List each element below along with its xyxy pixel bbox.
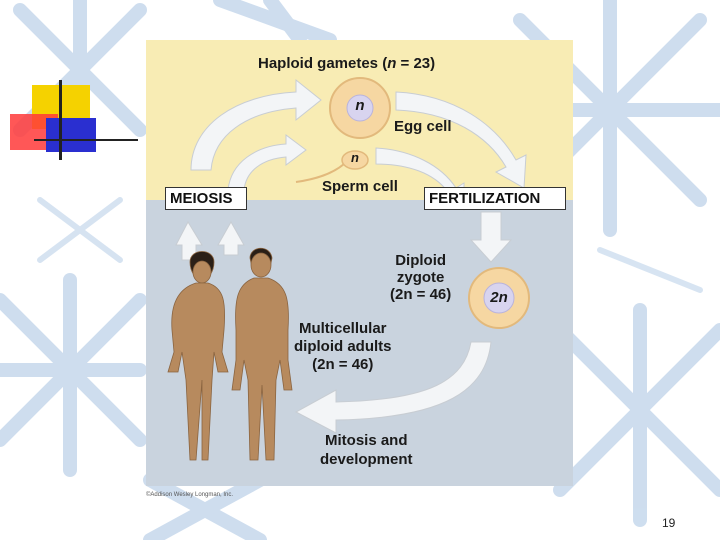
gametes-heading: Haploid gametes (n = 23) <box>258 55 435 72</box>
sperm-nucleus-label: n <box>351 150 359 165</box>
mitosis-arrow <box>294 341 492 434</box>
zygote-label-line3: (2n = 46) <box>390 286 452 303</box>
zygote-label-line1: Diploid <box>395 252 447 269</box>
corner-decoration <box>10 80 140 160</box>
life-cycle-figure: Haploid gametes (n = 23) n Egg cell n Sp… <box>146 40 573 486</box>
mitosis-label: Mitosis and development <box>320 431 413 469</box>
zygote-nucleus-label: 2n <box>490 289 508 306</box>
egg-nucleus <box>346 94 374 122</box>
gametes-heading-prefix: Haploid gametes ( <box>258 55 388 72</box>
cycle-arrows <box>175 78 527 434</box>
meiosis-to-sperm-arrow <box>227 134 307 191</box>
mitosis-label-line1: Mitosis and <box>325 432 408 449</box>
egg-cell-label: Egg cell <box>394 118 452 135</box>
blue-square <box>46 118 96 152</box>
meiosis-label: MEIOSIS <box>165 187 247 210</box>
meiosis-to-egg-arrow <box>190 78 322 171</box>
adults-label: Multicellular diploid adults (2n = 46) <box>294 320 392 374</box>
gametes-heading-suffix: = 23) <box>396 55 436 72</box>
fertilization-label: FERTILIZATION <box>424 187 566 210</box>
decor-horizontal-line <box>34 139 138 141</box>
adults-label-line3: (2n = 46) <box>312 356 374 373</box>
male-figure <box>231 247 293 461</box>
zygote-label: Diploid zygote (2n = 46) <box>390 252 451 303</box>
page-number: 19 <box>662 516 676 530</box>
female-figure <box>167 251 229 461</box>
adults-label-line1: Multicellular <box>298 320 387 337</box>
zygote-nucleus <box>483 282 515 314</box>
adults-label-line2: diploid adults <box>294 338 392 355</box>
fertilization-to-zygote-arrow <box>469 211 513 263</box>
gametes-heading-n: n <box>387 55 397 72</box>
zygote-label-line2: zygote <box>396 269 445 286</box>
life-cycle-diagram <box>146 40 573 486</box>
decor-vertical-line <box>59 80 62 160</box>
sperm-tail <box>295 163 345 183</box>
adults-to-meiosis-arrow-right <box>217 220 245 256</box>
sperm-head <box>341 150 369 170</box>
adults-to-meiosis-arrow-left <box>175 220 203 261</box>
sperm-cell-label: Sperm cell <box>322 178 398 195</box>
mitosis-label-line2: development <box>320 451 413 468</box>
egg-nucleus-label: n <box>355 97 365 114</box>
copyright-notice: ©Addison Wesley Longman, Inc. <box>146 492 234 498</box>
